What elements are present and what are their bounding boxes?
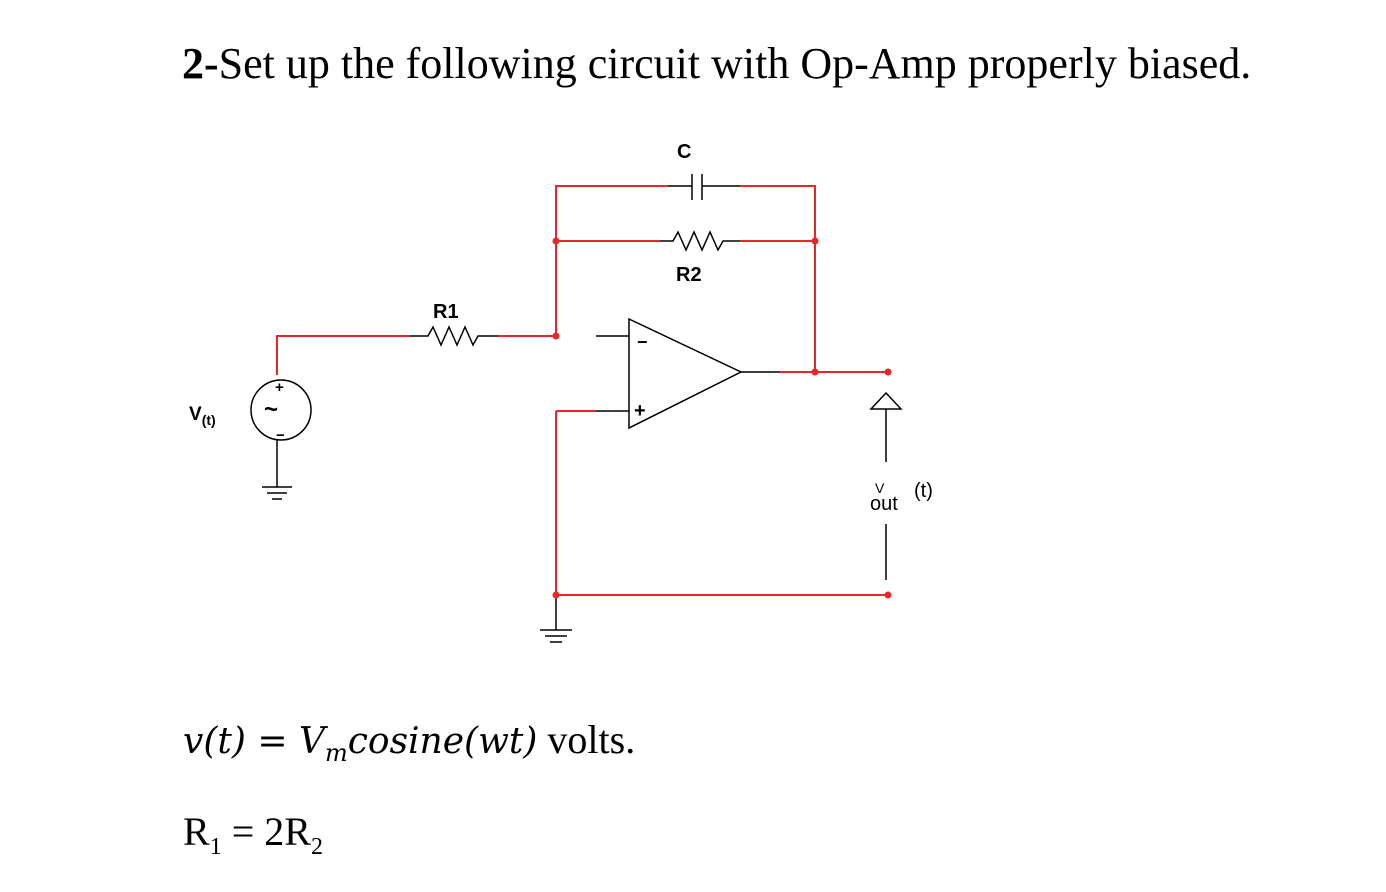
source-circle: [250, 379, 312, 441]
node-output-terminal: [884, 368, 892, 376]
main-ground-icon: [540, 629, 572, 643]
source-label: V(t): [189, 404, 216, 428]
nodes: [552, 237, 892, 599]
node-ground-bottom: [552, 591, 560, 599]
r1-resistor: [410, 325, 498, 347]
equation-v: V: [298, 721, 325, 762]
vout-label-suffix: (t): [914, 480, 933, 502]
question-text: Set up the following circuit with Op-Amp…: [218, 39, 1252, 88]
source-ground-icon: [262, 486, 292, 500]
equation-func: cosine(wt): [347, 721, 538, 762]
voltage-equation: v(t) = Vmcosine(wt) volts.: [183, 716, 635, 767]
question-title: 2-Set up the following circuit with Op-A…: [182, 38, 1251, 89]
source-tilde: ~: [264, 396, 278, 423]
node-r2-right: [811, 237, 819, 245]
node-output: [811, 368, 819, 376]
wire-c-right: [740, 185, 816, 372]
capacitor: [668, 174, 740, 200]
node-ground-terminal: [884, 591, 892, 599]
black-elements: [250, 174, 903, 643]
source-plus-sign: +: [275, 379, 284, 396]
source-minus-sign: −: [276, 427, 285, 444]
wire-source-to-r1: [276, 335, 410, 375]
question-number: 2-: [182, 39, 219, 88]
relation-eq: = 2R: [221, 809, 311, 854]
relation-r: R: [183, 809, 210, 854]
source-label-main: V: [189, 404, 202, 425]
relation-r1-sub: 1: [209, 834, 222, 860]
wire-feedback-left: [555, 185, 668, 336]
vout-arrow-icon: [869, 391, 903, 462]
vout-label-sub: out: [870, 493, 898, 515]
node-r2-left: [552, 237, 560, 245]
equation-equals: =: [245, 721, 299, 762]
resistor-relation: R1 = 2R2: [183, 808, 323, 861]
r2-label: R2: [676, 264, 702, 286]
vout-label-v: V: [875, 480, 885, 496]
source-label-sub: (t): [202, 412, 216, 428]
equation-unit: volts.: [537, 717, 636, 762]
c-label: C: [677, 141, 691, 163]
relation-r2-sub: 2: [310, 834, 323, 860]
equation-lhs: v(t): [183, 721, 246, 762]
opamp-plus-sign: +: [634, 400, 646, 422]
red-wires: [276, 185, 888, 596]
r1-label: R1: [433, 301, 459, 323]
r2-resistor: [660, 230, 740, 252]
opamp-minus-sign: −: [637, 332, 648, 352]
equation-v-sub: m: [324, 739, 348, 768]
node-r1-junction: [552, 332, 560, 340]
opamp: [628, 317, 743, 430]
